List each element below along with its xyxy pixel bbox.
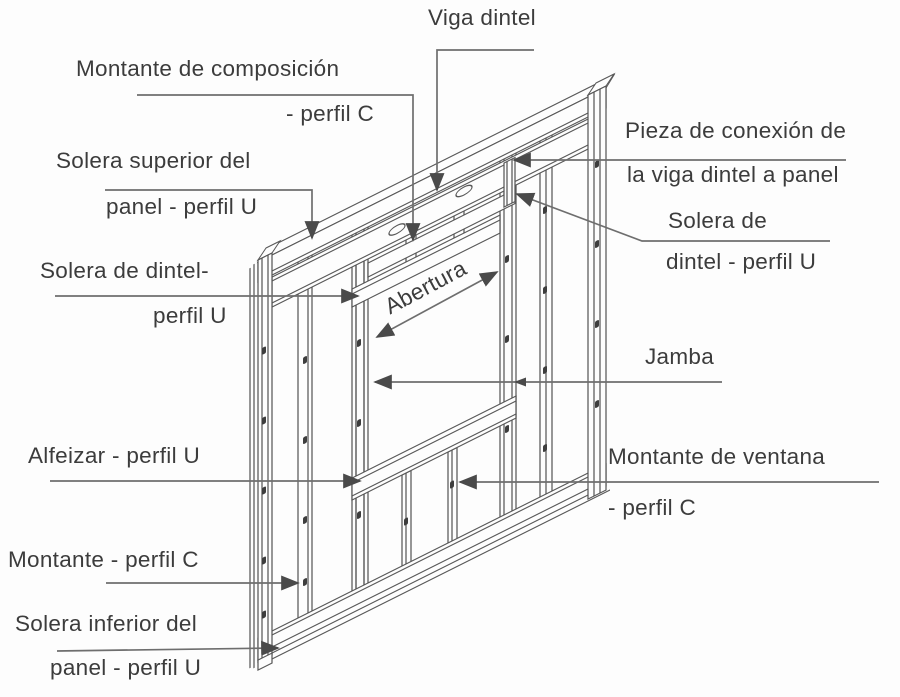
wall-frame: [249, 72, 616, 671]
label-viga-dintel: Viga dintel: [428, 5, 536, 30]
leader-lines: [50, 49, 879, 656]
service-hole: [388, 223, 406, 236]
fastener-marks: [262, 160, 599, 619]
connection-clip: [503, 156, 516, 208]
sill-track: [351, 395, 517, 501]
label-solera-inferior-2: panel - perfil U: [50, 655, 202, 680]
leader-montante-composicion: [137, 94, 421, 242]
label-solera-inferior-1: Solera inferior del: [15, 611, 198, 636]
jamb-stud-left: [351, 224, 369, 596]
leader-solera-superior: [105, 189, 320, 240]
label-solera-dintel-izq-2: perfil U: [153, 303, 227, 328]
end-stud-left: [256, 239, 282, 671]
label-solera-dintel-der-1: Solera de: [668, 208, 768, 233]
bottom-plate: [257, 463, 610, 665]
label-montante-composicion-1: Montante de composición: [76, 56, 340, 81]
label-montante-ventana-1: Montante de ventana: [608, 444, 826, 469]
service-hole: [455, 184, 473, 198]
label-pieza-conexion-2: la viga dintel a panel: [627, 162, 839, 187]
label-montante-ventana-2: - perfil C: [608, 495, 697, 520]
label-montante: Montante - perfil C: [8, 547, 199, 572]
label-solera-superior-2: panel - perfil U: [106, 194, 258, 219]
leader-viga-dintel: [429, 49, 534, 192]
end-stud-right: [586, 72, 616, 500]
label-solera-superior-1: Solera superior del: [56, 148, 251, 173]
left-end-back-flange: [249, 263, 255, 669]
label-solera-dintel-izq-1: Solera de dintel-: [40, 258, 209, 283]
jamba-mid-arrowhead: [514, 377, 526, 387]
label-montante-composicion-2: - perfil C: [286, 101, 375, 126]
leader-solera-dintel-der: [515, 192, 830, 242]
abertura-dimension-arrow: [375, 271, 499, 338]
label-pieza-conexion-1: Pieza de conexión de: [625, 118, 847, 143]
label-solera-dintel-der-2: dintel - perfil U: [666, 249, 817, 274]
leader-solera-inferior: [56, 640, 280, 656]
label-alfeizar: Alfeizar - perfil U: [28, 443, 200, 468]
label-jamba: Jamba: [645, 344, 715, 369]
